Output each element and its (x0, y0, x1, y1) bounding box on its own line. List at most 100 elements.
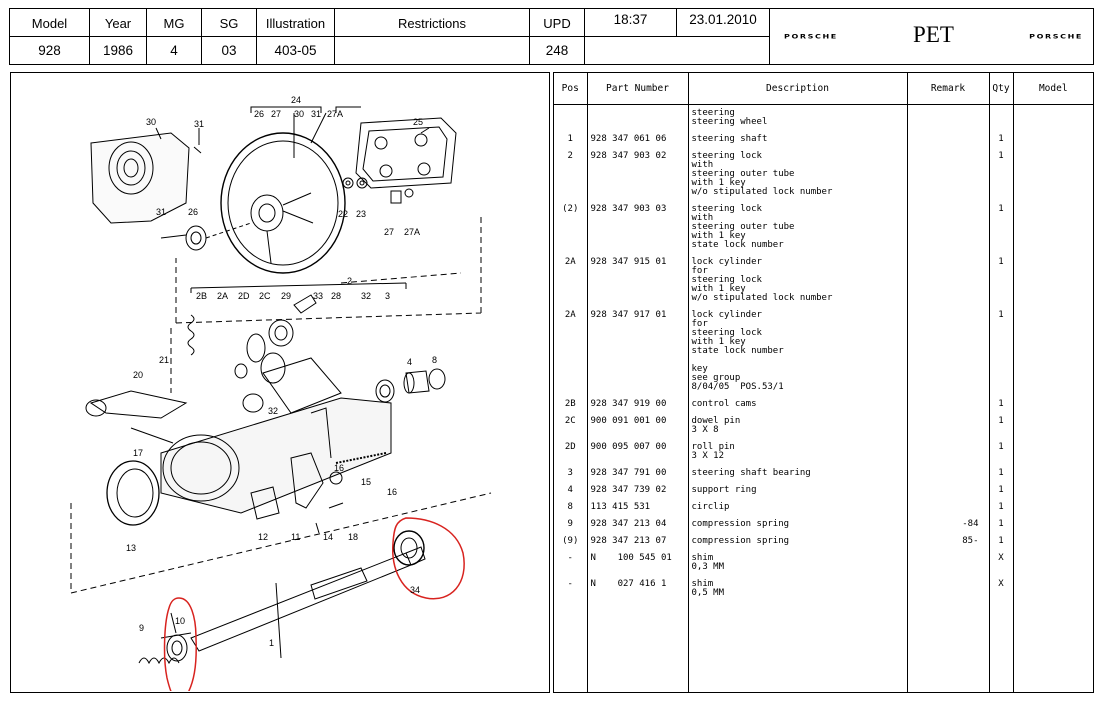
diagram-label: 30 (294, 109, 304, 119)
diagram-label: 20 (133, 370, 143, 380)
cell-pos: 1 (554, 130, 588, 148)
cell-description: support ring (688, 481, 908, 499)
cell-qty: 1 (989, 498, 1014, 516)
cell-pos: 2C (554, 412, 588, 439)
cell-remark (907, 130, 990, 148)
cell-pos: - (554, 575, 588, 602)
cell-model (1013, 104, 1093, 131)
cell-remark (907, 147, 990, 201)
diagram-label: 18 (348, 532, 358, 542)
cell-model (1013, 148, 1093, 201)
cell-description: roll pin 3 X 12 (688, 438, 908, 465)
cell-remark (907, 395, 990, 413)
diagram-label: 4 (407, 357, 412, 367)
diagram-label: 15 (361, 477, 371, 487)
filler-cell (587, 601, 689, 692)
diagram-label: 13 (126, 543, 136, 553)
cell-part-number: 928 347 739 02 (587, 481, 689, 499)
cell-part-number: 928 347 061 06 (587, 130, 689, 148)
filler-cell (989, 601, 1014, 692)
cell-qty: 1 (989, 306, 1014, 396)
diagram-label: 24 (291, 95, 301, 105)
cell-qty: 1 (989, 130, 1014, 148)
cell-model (1013, 413, 1093, 439)
cell-description: control cams (688, 395, 908, 413)
highlight-marks (163, 517, 465, 691)
diagram-labels: 24 26 27 30 31 27A 25 30 31 22 23 27 27A… (126, 95, 437, 648)
diagram-label: 21 (159, 355, 169, 365)
cell-pos: 8 (554, 498, 588, 516)
timestamp-block: 18:37 23.01.2010 (585, 9, 770, 64)
diagram-drawing: 24 26 27 30 31 27A 25 30 31 22 23 27 27A… (70, 95, 492, 691)
cell-remark (907, 200, 990, 254)
diagram-label: 29 (281, 291, 291, 301)
cell-qty: 1 (989, 253, 1014, 307)
cell-part-number: N 027 416 1 (587, 575, 689, 602)
table-header-row: Pos Part Number Description Remark Qty M… (554, 73, 1093, 105)
upd-value: 248 (545, 42, 569, 58)
cell-part-number (587, 104, 689, 131)
cell-description: lock cylinder for steering lock with 1 k… (688, 253, 908, 307)
diagram-label: 22 (338, 209, 348, 219)
illustration-label: Illustration (257, 9, 334, 37)
cell-model (1013, 307, 1093, 396)
column-header-pos: Pos (554, 73, 588, 105)
diagram-label: 31 (311, 109, 321, 119)
diagram-label: 27 (384, 227, 394, 237)
table-row[interactable]: steering steering wheel (554, 104, 1093, 131)
diagram-label: 2 (347, 276, 352, 286)
diagram-label: 28 (331, 291, 341, 301)
porsche-logo-left: PORSCHE (784, 32, 838, 41)
cell-remark (907, 104, 990, 131)
cell-qty: 1 (989, 515, 1014, 533)
cell-model (1013, 533, 1093, 550)
cell-qty: 1 (989, 200, 1014, 254)
restrictions-label: Restrictions (335, 9, 529, 37)
cell-remark (907, 306, 990, 396)
cell-qty: 1 (989, 438, 1014, 465)
cell-description: circlip (688, 498, 908, 516)
parts-list-panel: Pos Part Number Description Remark Qty M… (553, 72, 1094, 693)
diagram-label: 26 (254, 109, 264, 119)
cell-qty (989, 104, 1014, 131)
cell-description: shim 0,5 MM (688, 575, 908, 602)
cell-qty: 1 (989, 395, 1014, 413)
restrictions-value (335, 37, 529, 65)
diagram-label: 26 (188, 207, 198, 217)
cell-remark (907, 498, 990, 516)
diagram-label: 31 (156, 207, 166, 217)
diagram-label: 30 (146, 117, 156, 127)
diagram-label: 2B (196, 291, 207, 301)
header-bar: Model 928 Year 1986 MG 4 SG 03 Illustrat… (9, 8, 1094, 65)
model-value: 928 (38, 42, 61, 58)
cell-pos: 3 (554, 464, 588, 482)
cell-model (1013, 550, 1093, 576)
diagram-label: 3 (385, 291, 390, 301)
filler-cell (688, 601, 908, 692)
cell-model (1013, 465, 1093, 482)
column-header-model: Model (1013, 73, 1093, 105)
cell-description: steering lock with steering outer tube w… (688, 200, 908, 254)
cell-part-number: N 100 545 01 (587, 549, 689, 576)
mg-column: MG 4 (147, 9, 202, 64)
diagram-label: 23 (356, 209, 366, 219)
sg-value: 03 (221, 42, 237, 58)
model-column: Model 928 (10, 9, 90, 64)
diagram-label: 9 (139, 623, 144, 633)
app-title: PET (913, 21, 954, 47)
